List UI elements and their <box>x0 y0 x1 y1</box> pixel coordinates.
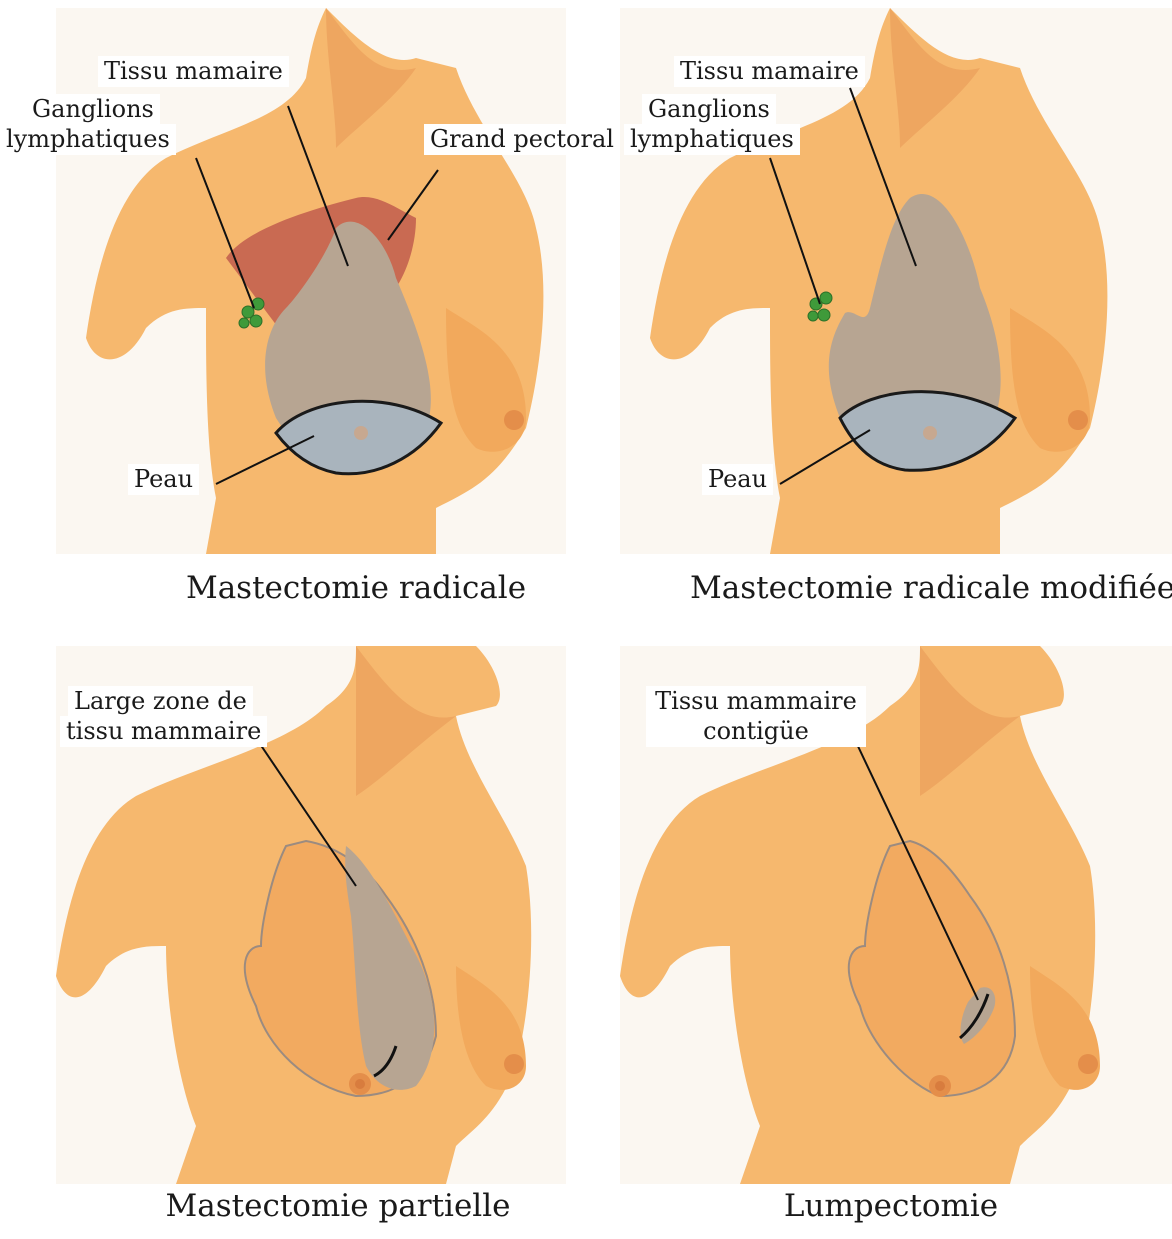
right-nipple <box>504 410 524 430</box>
caption-modified-radical: Mastectomie radicale modifiée <box>690 570 1170 606</box>
panel-lumpectomy: Tissu mammaire contigüe <box>620 646 1172 1184</box>
label-tissue: Tissu mamaire <box>98 56 289 87</box>
label-pectoral: Grand pectoral <box>424 124 620 155</box>
panel-radical-mastectomy: Tissu mamaire Ganglions lymphatiques Gra… <box>56 8 566 554</box>
label-nodes-line1: Ganglions <box>642 94 776 125</box>
label-zone-line2: tissu mammaire <box>60 716 267 747</box>
panel-modified-radical-mastectomy: Tissu mamaire Ganglions lymphatiques Pea… <box>620 8 1172 554</box>
label-nodes-line2: lymphatiques <box>624 124 800 155</box>
label-nodes-line2: lymphatiques <box>0 124 176 155</box>
caption-radical: Mastectomie radicale <box>166 570 546 606</box>
caption-partial: Mastectomie partielle <box>108 1188 568 1224</box>
label-tissue: Tissu mamaire <box>674 56 865 87</box>
caption-lumpectomy: Lumpectomie <box>676 1188 1106 1224</box>
label-skin: Peau <box>702 464 773 495</box>
panel-partial-mastectomy: Large zone de tissu mammaire <box>56 646 566 1184</box>
label-zone-line1: Large zone de <box>68 686 253 717</box>
label-tissue-line2: contigüe <box>646 716 866 747</box>
label-nodes-line1: Ganglions <box>26 94 160 125</box>
label-tissue-line1: Tissu mammaire <box>646 686 866 717</box>
label-skin: Peau <box>128 464 199 495</box>
